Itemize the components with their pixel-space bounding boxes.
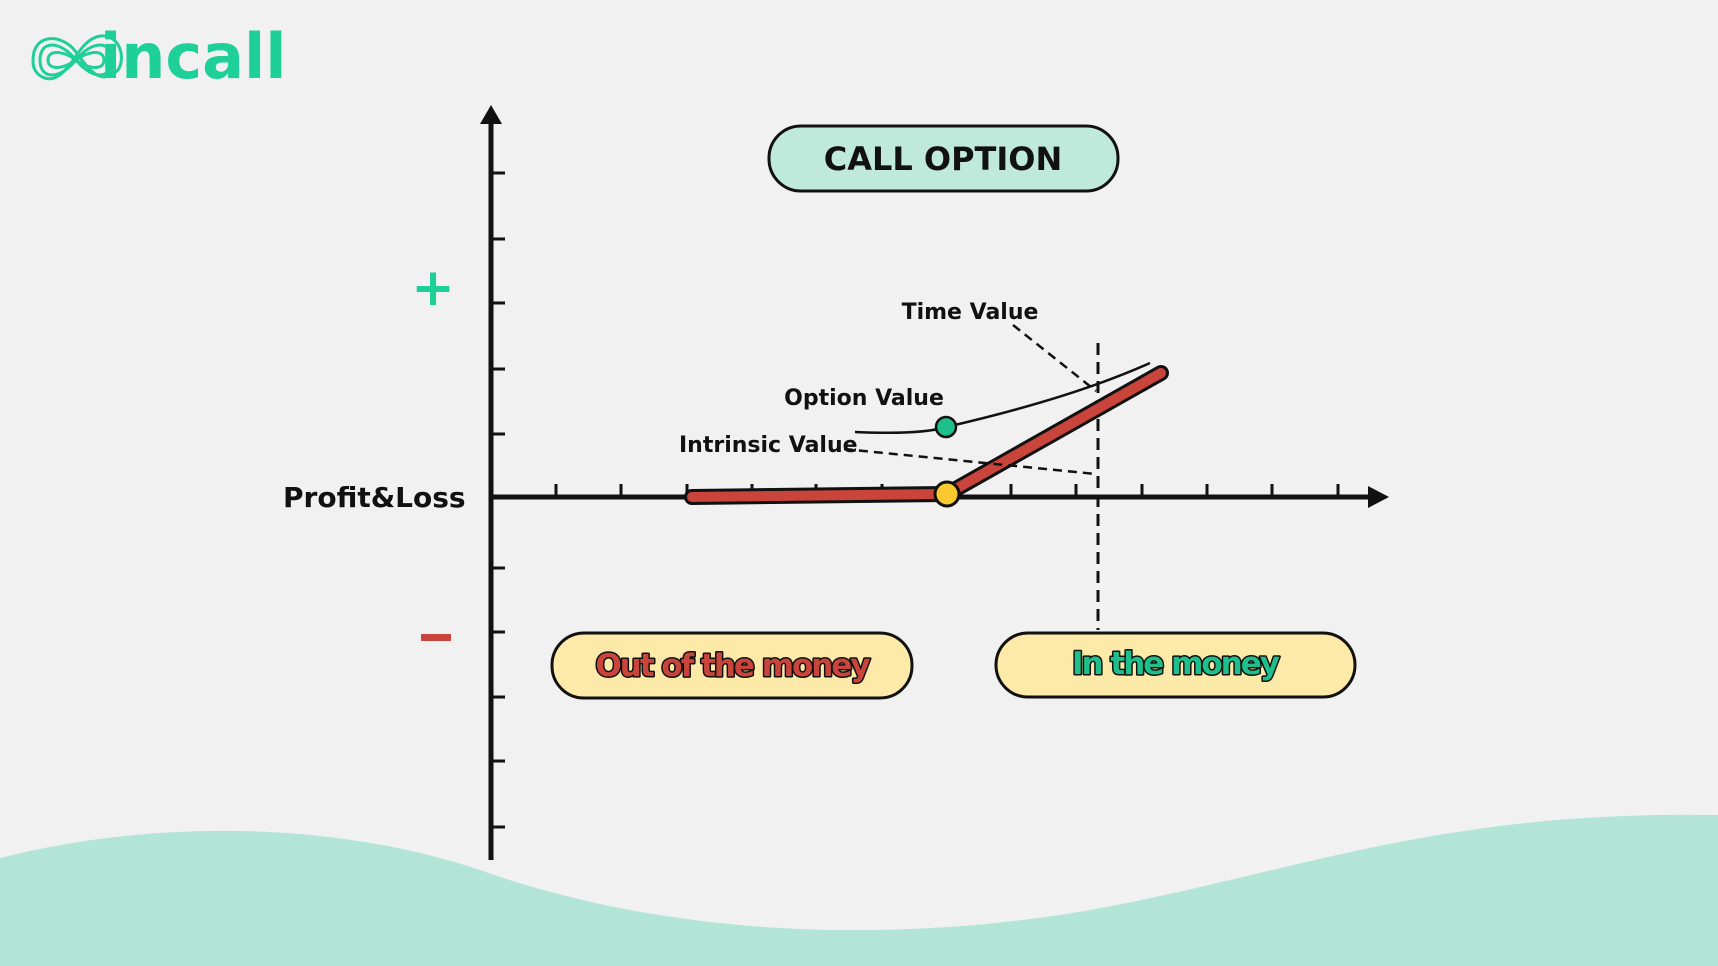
intrinsic-value-label: Intrinsic Value <box>679 433 858 458</box>
time-value-label: Time Value <box>902 300 1039 325</box>
y-axis <box>488 118 505 860</box>
plus-sign: + <box>411 258 455 318</box>
option-value-label: Option Value <box>784 386 944 411</box>
in-the-money-label: In the money <box>1072 646 1280 682</box>
out-of-the-money-pill: Out of the money <box>550 631 914 700</box>
logo: incall <box>31 20 286 93</box>
minus-sign <box>421 634 451 641</box>
in-the-money-pill: In the money <box>994 631 1357 699</box>
y-axis-label: Profit&Loss <box>283 481 466 514</box>
x-axis-arrow-icon <box>1368 486 1389 508</box>
strike-dot <box>933 480 961 508</box>
out-of-the-money-label: Out of the money <box>595 648 870 684</box>
y-axis-arrow-icon <box>480 105 502 124</box>
time-value-leader <box>1012 324 1097 392</box>
option-value-dot <box>934 415 958 439</box>
intrinsic-value-leader <box>843 447 1097 476</box>
bottom-wave <box>0 814 1718 966</box>
chart-title: CALL OPTION <box>824 140 1063 178</box>
infinity-logo-icon <box>31 34 123 81</box>
logo-text: incall <box>100 20 286 93</box>
title-pill: CALL OPTION <box>767 124 1120 193</box>
option-value-curve <box>854 361 1151 434</box>
